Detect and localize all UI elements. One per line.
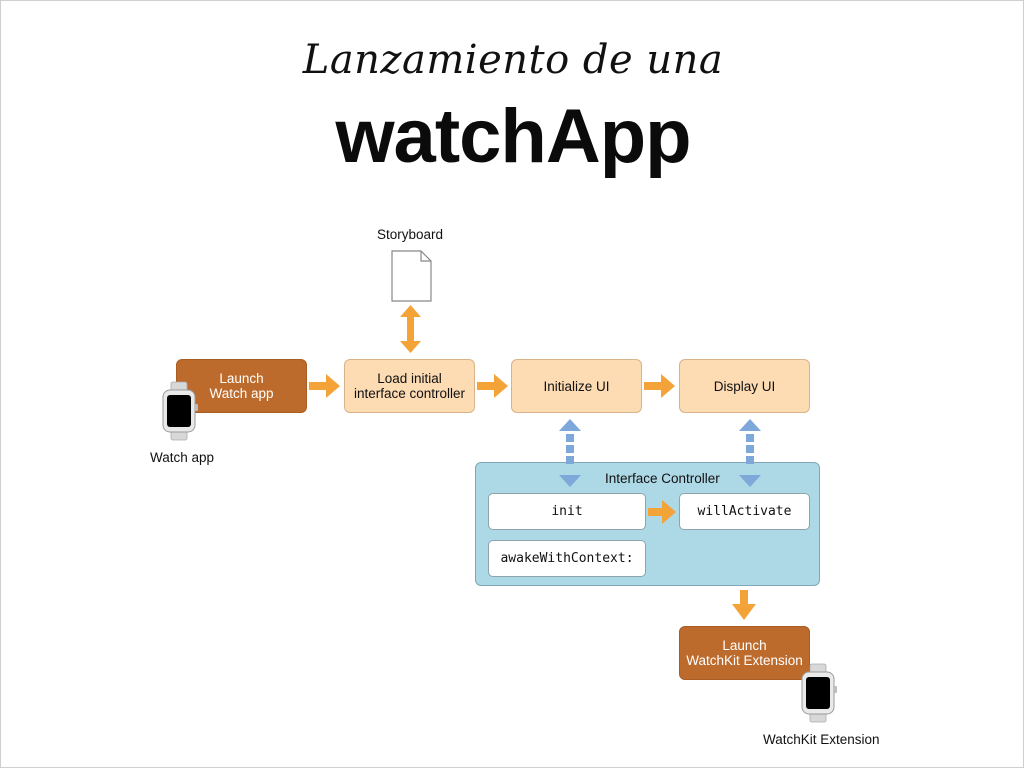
document-icon	[391, 250, 432, 302]
watchkit-extension-label: WatchKit Extension	[763, 732, 880, 747]
awake-with-context-method-text: awakeWithContext:	[500, 551, 634, 566]
init-method-text: init	[551, 504, 583, 519]
initialize-ui-blue-arrow	[559, 419, 581, 487]
storyboard-label: Storyboard	[377, 227, 444, 242]
launch-extension-box: Launch WatchKit Extension	[679, 626, 810, 680]
panel-to-extension-arrow	[732, 590, 756, 620]
title-script-line: Lanzamiento de una	[302, 37, 724, 83]
display-ui-text: Display UI	[713, 378, 776, 394]
load-initial-text: Load initial interface controller	[353, 371, 466, 401]
watch-app-label: Watch app	[150, 450, 215, 465]
init-to-will-activate-arrow	[648, 500, 676, 524]
initialize-ui-text: Initialize UI	[543, 378, 610, 394]
interface-controller-title: Interface Controller	[605, 471, 720, 486]
will-activate-method-text: willActivate	[697, 504, 792, 519]
launch-watch-app-text: Launch Watch app	[209, 371, 274, 401]
will-activate-method-box: willActivate	[679, 493, 810, 530]
awake-with-context-method-box: awakeWithContext:	[488, 540, 646, 577]
flow-arrow-3	[644, 374, 675, 398]
initialize-ui-box: Initialize UI	[511, 359, 642, 413]
storyboard-load-arrow	[400, 305, 421, 353]
apple-watch-icon	[162, 381, 198, 441]
launch-extension-text: Launch WatchKit Extension	[686, 638, 803, 668]
display-ui-blue-arrow	[739, 419, 761, 487]
flow-arrow-2	[477, 374, 508, 398]
flow-arrow-1	[309, 374, 340, 398]
init-method-box: init	[488, 493, 646, 530]
load-initial-box: Load initial interface controller	[344, 359, 475, 413]
page-title: watchApp	[335, 94, 691, 179]
display-ui-box: Display UI	[679, 359, 810, 413]
apple-watch-icon	[801, 663, 837, 723]
launch-watch-app-box: Launch Watch app	[176, 359, 307, 413]
